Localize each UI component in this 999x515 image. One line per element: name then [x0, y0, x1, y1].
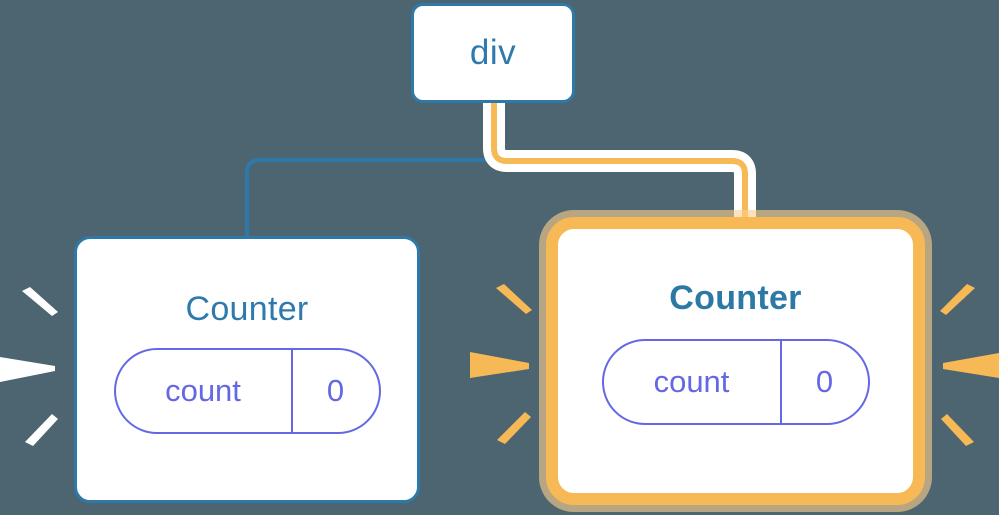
- edge-div-to-counter-right-halo: [483, 103, 756, 228]
- node-counter-right[interactable]: Counter count 0: [546, 217, 925, 505]
- edge-div-to-counter-left: [245, 103, 496, 236]
- node-counter-left[interactable]: Counter count 0: [74, 236, 420, 503]
- state-pill-right: count 0: [601, 339, 870, 425]
- node-counter-right-title: Counter: [669, 279, 802, 317]
- node-counter-left-title: Counter: [185, 290, 309, 328]
- node-div-label: div: [469, 33, 517, 72]
- ray-orange-right-upper: [940, 284, 975, 315]
- node-div[interactable]: div: [411, 3, 575, 103]
- ray-group-left-counter: [0, 287, 58, 446]
- state-key-right: count: [604, 341, 782, 423]
- ray-group-right-counter-right: [940, 284, 999, 446]
- ray-white-middle: [0, 357, 55, 382]
- ray-orange-right-lower: [941, 414, 974, 446]
- ray-white-lower: [25, 414, 58, 446]
- ray-orange-left-middle: [470, 352, 529, 378]
- ray-white-upper: [22, 287, 58, 316]
- state-pill-left: count 0: [113, 348, 381, 434]
- ray-orange-left-lower: [497, 412, 531, 444]
- edge-div-to-counter-right: [491, 103, 748, 228]
- state-value-left: 0: [326, 373, 345, 408]
- ray-orange-left-upper: [496, 284, 532, 314]
- ray-orange-right-middle: [943, 353, 999, 378]
- state-value-right: 0: [815, 364, 834, 399]
- state-key-left: count: [116, 350, 293, 432]
- ray-group-right-counter-left: [470, 284, 532, 444]
